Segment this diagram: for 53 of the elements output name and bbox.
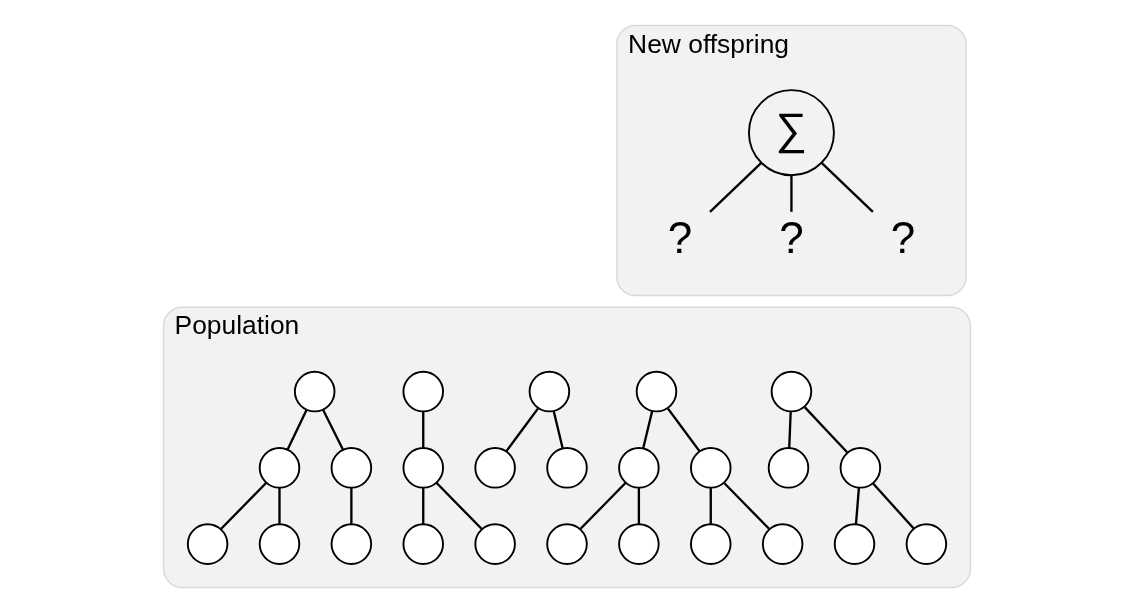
node-circle <box>258 523 301 565</box>
connector <box>709 487 712 524</box>
node-circle <box>905 523 948 565</box>
connector <box>322 409 344 450</box>
node-circle <box>474 523 516 565</box>
connector <box>278 487 281 524</box>
node-circle <box>402 370 444 413</box>
node-circle <box>690 447 732 489</box>
connector <box>788 411 792 448</box>
connector <box>435 481 483 530</box>
node-circle <box>770 370 813 413</box>
node-text: ? <box>890 212 916 262</box>
node-text: ? <box>779 212 804 262</box>
connector <box>286 409 308 450</box>
connector <box>220 481 268 530</box>
connector <box>552 410 564 449</box>
node-circle <box>474 447 516 489</box>
node-circle <box>761 523 804 565</box>
connector <box>642 410 654 449</box>
node-circle <box>833 523 876 565</box>
node-circle <box>330 447 373 489</box>
node-circle <box>330 523 373 565</box>
node-circle <box>839 447 882 489</box>
connector <box>422 487 425 524</box>
connector <box>505 407 539 453</box>
node-circle <box>528 370 571 413</box>
cluster: Population <box>162 306 972 589</box>
node-circle <box>690 523 732 565</box>
connector <box>854 487 861 524</box>
node-circle <box>546 447 588 489</box>
node-circle <box>635 370 678 413</box>
node-circle <box>618 447 660 489</box>
node-circle <box>186 523 229 565</box>
node-circle <box>767 447 810 489</box>
connector <box>709 162 762 213</box>
node-circle <box>402 523 444 565</box>
connector <box>579 481 627 530</box>
connector <box>723 481 770 530</box>
connector <box>667 407 701 453</box>
node-circle <box>618 523 660 565</box>
connector <box>790 175 793 212</box>
connector <box>350 487 353 524</box>
node-circle <box>258 447 301 489</box>
connector <box>872 482 915 530</box>
node-text: ? <box>667 212 693 262</box>
connector <box>821 162 874 213</box>
node-circle <box>293 370 336 413</box>
connector <box>422 411 425 448</box>
node-circle: ∑ <box>747 89 835 177</box>
node-circle <box>402 447 444 489</box>
connector <box>637 487 641 524</box>
connector <box>803 406 848 454</box>
node-circle <box>546 523 588 565</box>
